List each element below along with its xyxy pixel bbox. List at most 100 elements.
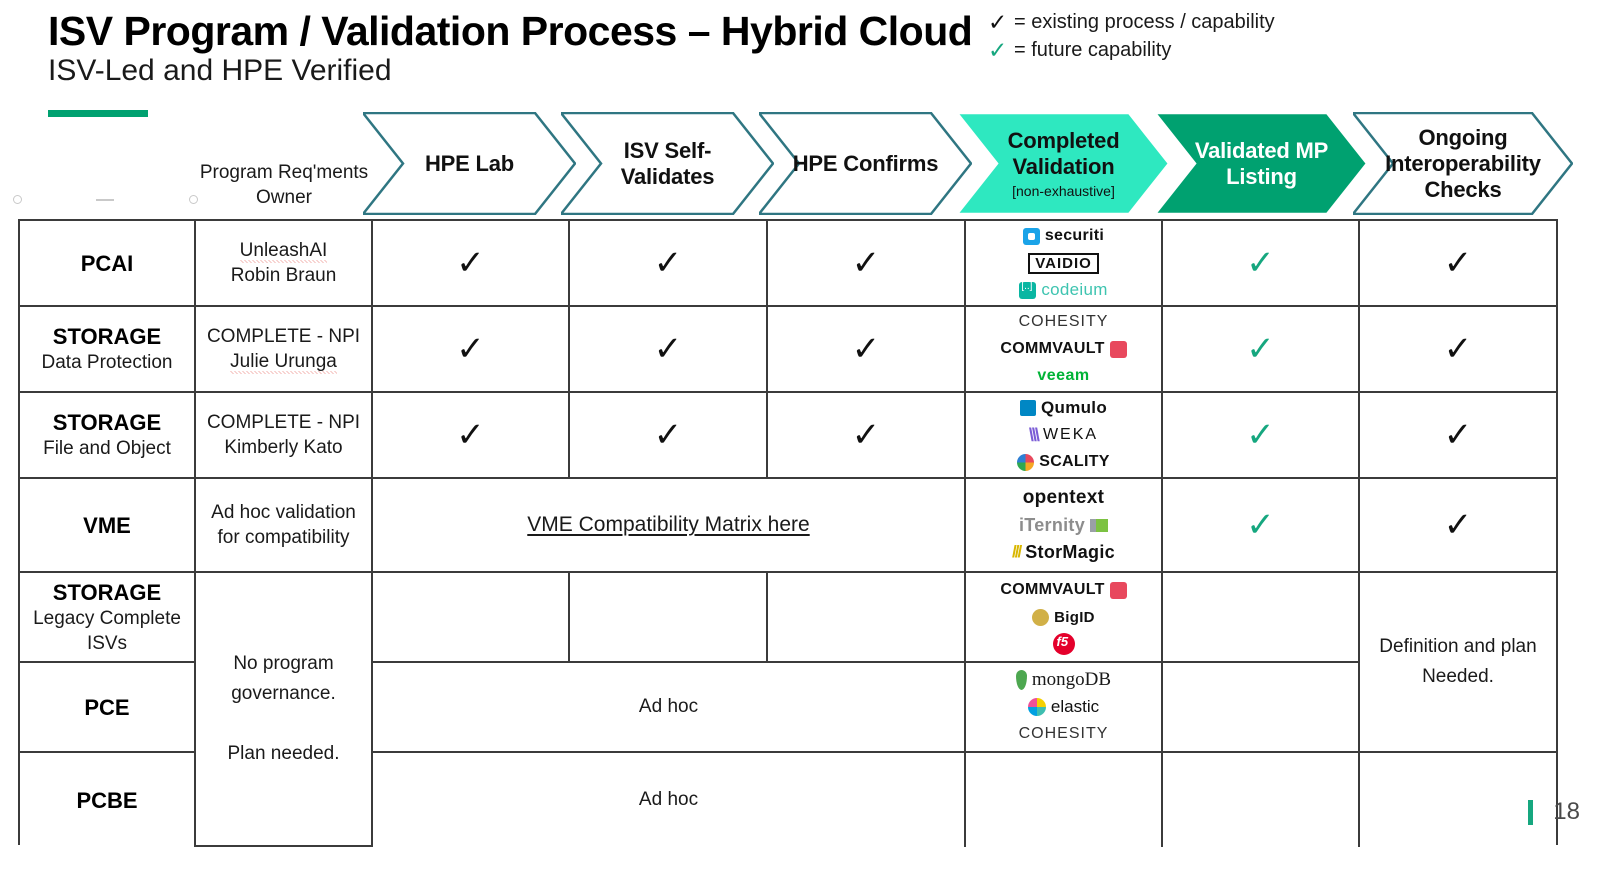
chevron-shape-icon (561, 112, 774, 215)
chevron-label-line1: ISV Self- (623, 137, 712, 163)
logo-group: securiti VAIDIO codeium (966, 225, 1161, 301)
chevron-label-line1: Completed (1007, 127, 1120, 153)
chevron-label: HPE Lab (424, 150, 515, 176)
page-number-bar-icon (1528, 799, 1534, 825)
logo-label: veeam (1037, 367, 1090, 384)
table-row-segment-pcbe: PCBE (20, 753, 196, 847)
chevron-label-line2: Listing (1226, 163, 1297, 189)
chevron-sublabel: [non-exhaustive] (1012, 182, 1115, 199)
cell-vme-ongoing: ✓ (1360, 479, 1556, 573)
logo-opentext: opentext (1023, 487, 1105, 509)
logo-mongodb: mongoDB (1015, 669, 1112, 691)
chevron-label: HPE Confirms (792, 150, 939, 176)
check-icon: ✓ (851, 416, 881, 454)
chevron-isv-self-validates[interactable]: ISV Self- Validates (561, 112, 774, 215)
logo-label: COMMVAULT (1000, 581, 1105, 598)
logo-veeam: veeam (1037, 365, 1089, 387)
owner-cell-vme: Ad hoc validation for compatibility (196, 479, 373, 573)
elastic-mark-icon (1027, 698, 1046, 716)
cell-pcai-isv-self: ✓ (570, 221, 768, 307)
cell-pcai-ongoing: ✓ (1360, 221, 1556, 307)
legend-item-existing: ✓ = existing process / capability (988, 8, 1275, 36)
table-row-segment-storage-file-object: STORAGE File and Object (20, 393, 196, 479)
logo-label: mongoDB (1031, 669, 1112, 690)
owner-name: Kimberly Kato (224, 437, 343, 458)
chevron-completed-validation[interactable]: Completed Validation [non-exhaustive] (957, 112, 1170, 215)
stormagic-mark-icon: /// (1012, 542, 1022, 561)
cell-pce-validated-mp (1163, 663, 1360, 753)
chevron-shape-icon (1155, 112, 1368, 215)
cell-pcbe-validated-mp (1163, 753, 1360, 847)
table-row-segment-storage-data-protection: STORAGE Data Protection (20, 307, 196, 393)
owner-note-line1: Ad hoc validation (211, 502, 356, 523)
logo-codeium: codeium (1019, 279, 1107, 301)
process-chevron-header: HPE Lab ISV Self- Validates HPE Confirms… (0, 112, 1614, 215)
check-icon: ✓ (1443, 416, 1473, 454)
selection-handle-icon[interactable] (189, 195, 198, 204)
logo-f5 (1052, 633, 1075, 655)
selection-handle-icon[interactable] (96, 199, 114, 201)
logo-label: codeium (1041, 280, 1108, 299)
owner-note-line2: for compatibility (217, 527, 350, 548)
owner-cell-storage-data-protection: COMPLETE - NPI Julie Urunga (196, 307, 373, 393)
cell-pcbe-adhoc-merged: Ad hoc (373, 753, 966, 847)
check-icon: ✓ (988, 8, 1008, 35)
segment-subtitle-line1: Legacy Complete (33, 607, 181, 629)
logo-elastic: elastic (1027, 696, 1100, 718)
chevron-hpe-lab[interactable]: HPE Lab (363, 112, 576, 215)
chevron-label-line2: Validates (620, 163, 715, 189)
logo-label: COHESITY (1018, 725, 1109, 742)
logo-label: StorMagic (1025, 541, 1115, 562)
logo-label: securiti (1044, 227, 1105, 244)
owner-name: Julie Urunga (230, 349, 337, 374)
cell-storage-dp-ongoing: ✓ (1360, 307, 1556, 393)
owner-status: COMPLETE - NPI (206, 326, 361, 347)
cell-vme-validated-mp: ✓ (1163, 479, 1360, 573)
cell-storage-fo-isv-self: ✓ (570, 393, 768, 479)
logo-scality: SCALITY (1017, 451, 1110, 473)
logo-commvault: COMMVAULT (1000, 338, 1127, 360)
legend: ✓ = existing process / capability ✓ = fu… (988, 8, 1275, 64)
segment-subtitle-line2: ISVs (86, 632, 128, 654)
cell-storage-fo-hpe-lab: ✓ (373, 393, 570, 479)
logo-group: mongoDB elastic COHESITY (966, 669, 1161, 745)
vme-compatibility-matrix-link[interactable]: VME Compatibility Matrix here (527, 513, 810, 536)
chevron-validated-mp-listing[interactable]: Validated MP Listing (1155, 112, 1368, 215)
chevron-hpe-confirms[interactable]: HPE Confirms (759, 112, 972, 215)
check-icon: ✓ (851, 330, 881, 368)
check-icon: ✓ (988, 36, 1008, 63)
cell-storage-legacy-isv-self (570, 573, 768, 663)
page-number-group: 18 (1528, 798, 1580, 826)
logo-vaidio: VAIDIO (1028, 252, 1099, 274)
owner-name-line1: UnleashAI (239, 238, 328, 263)
cell-ongoing-definition-plan-merged: Definition and plan Needed. (1360, 573, 1556, 753)
table-row-segment-storage-legacy: STORAGE Legacy Complete ISVs (20, 573, 196, 663)
table-row-segment-pcai: PCAI (20, 221, 196, 307)
check-icon: ✓ (851, 244, 881, 282)
check-icon: ✓ (1246, 330, 1275, 368)
chevron-ongoing-interoperability-checks[interactable]: Ongoing Interoperability Checks (1353, 112, 1573, 215)
check-icon: ✓ (1443, 506, 1473, 544)
logo-label: WEKA (1042, 426, 1099, 443)
segment-title: STORAGE (52, 410, 162, 435)
cell-storage-legacy-completed-validation: COMMVAULT BigID (966, 573, 1163, 663)
cell-pce-completed-validation: mongoDB elastic COHESITY (966, 663, 1163, 753)
cell-storage-dp-hpe-confirms: ✓ (768, 307, 966, 393)
logo-securiti: securiti (1022, 225, 1105, 247)
selection-handle-icon[interactable] (13, 195, 22, 204)
ongoing-note-line1: Definition and plan (1379, 636, 1537, 657)
segment-title: STORAGE (52, 324, 162, 349)
cell-vme-compatibility-matrix-merged: VME Compatibility Matrix here (373, 479, 966, 573)
segment-subtitle: File and Object (43, 438, 171, 459)
segment-title: PCBE (76, 787, 138, 813)
logo-label: elastic (1050, 697, 1100, 716)
iternity-mark-icon (1090, 518, 1109, 532)
logo-cohesity: COHESITY (1019, 723, 1109, 745)
check-icon: ✓ (1246, 416, 1275, 454)
legend-item-existing-label: = existing process / capability (1014, 11, 1275, 33)
check-icon: ✓ (1443, 244, 1473, 282)
chevron-shape-icon (957, 112, 1170, 215)
chevron-shape-icon (759, 112, 972, 215)
column-header-program-req-owner: Program Req'ments Owner (196, 160, 372, 210)
